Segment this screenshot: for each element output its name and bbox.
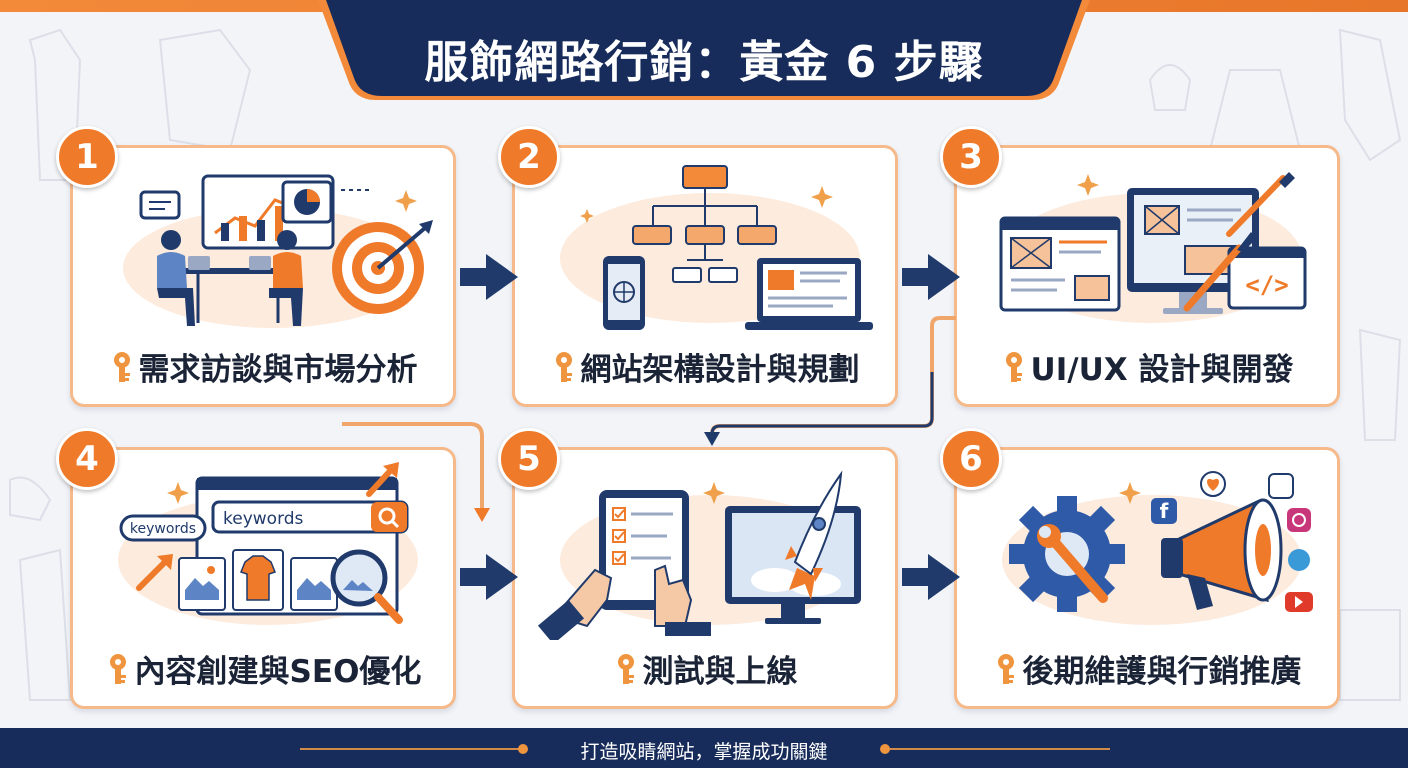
- svg-text:</>: </>: [1245, 271, 1288, 299]
- maintenance-marketing-illustration: f: [1002, 471, 1313, 625]
- content-seo-illustration: keywords keywords: [118, 462, 418, 625]
- step-card-4: keywords keywords 內容創建與SEO優化: [70, 447, 456, 709]
- site-structure-illustration: [560, 165, 873, 330]
- step-label-4: 內容創建與SEO優化: [73, 646, 453, 691]
- step-label-3: UI/UX 設計與開發: [957, 344, 1337, 389]
- connector-step1-to-step5: [342, 422, 490, 522]
- step-card-1: 需求訪談與市場分析: [70, 145, 456, 407]
- page-title: 服飾網路行銷：黃金 6 步驟: [424, 37, 984, 88]
- key-icon: [1005, 352, 1022, 382]
- step-label-5: 測試與上線: [515, 646, 895, 691]
- footer-line-left: [300, 748, 522, 750]
- step-label-text-4: 內容創建與SEO優化: [134, 654, 422, 690]
- step-label-6: 後期維護與行銷推廣: [957, 646, 1337, 691]
- footer-line-right: [890, 748, 1110, 750]
- market-analysis-illustration: [123, 174, 433, 328]
- step-badge-6: 6: [940, 428, 1002, 490]
- title-banner-shape: [318, 0, 1090, 100]
- key-icon: [997, 654, 1014, 684]
- step-badge-3: 3: [940, 126, 1002, 188]
- title-banner: 服飾網路行銷：黃金 6 步驟: [318, 0, 1090, 104]
- step-badge-5: 5: [498, 428, 560, 490]
- step-badge-1: 1: [56, 126, 118, 188]
- key-icon: [617, 654, 634, 684]
- keyword-search-text: keywords: [223, 509, 304, 529]
- step-card-5: 測試與上線: [512, 447, 898, 709]
- key-icon: [555, 352, 572, 382]
- step-label-text-6: 後期維護與行銷推廣: [1022, 654, 1302, 690]
- connector-step3-to-step5: [704, 316, 956, 446]
- arrow-step2-to-step3: [902, 254, 960, 300]
- arrow-step4-to-step5: [460, 554, 518, 600]
- footer-dot-right: [880, 744, 890, 754]
- step-label-text-1: 需求訪談與市場分析: [138, 352, 418, 388]
- step-badge-2: 2: [498, 126, 560, 188]
- step-label-text-2: 網站架構設計與規劃: [580, 352, 860, 388]
- footer-dot-left: [518, 744, 528, 754]
- ui-ux-design-illustration: </>: [999, 172, 1307, 323]
- step-card-2: 網站架構設計與規劃: [512, 145, 898, 407]
- step-label-1: 需求訪談與市場分析: [73, 344, 453, 389]
- step-label-2: 網站架構設計與規劃: [515, 344, 895, 389]
- footer-tagline: 打造吸睛網站，掌握成功關鍵: [580, 741, 828, 763]
- keyword-bubble-text: keywords: [130, 521, 196, 537]
- step-label-text-3: UI/UX 設計與開發: [1030, 352, 1294, 388]
- key-icon: [109, 654, 126, 684]
- step-card-3: </> UI/UX 設計與開發: [954, 145, 1340, 407]
- key-icon: [113, 352, 130, 382]
- footer-bar: 打造吸睛網站，掌握成功關鍵: [0, 728, 1408, 768]
- step-card-6: f 後期維護與行銷推廣: [954, 447, 1340, 709]
- arrow-step5-to-step6: [902, 554, 960, 600]
- testing-launch-illustration: [537, 470, 861, 640]
- arrow-step1-to-step2: [460, 254, 518, 300]
- step-badge-4: 4: [56, 428, 118, 490]
- step-label-text-5: 測試與上線: [642, 654, 798, 690]
- svg-text:f: f: [1160, 499, 1169, 523]
